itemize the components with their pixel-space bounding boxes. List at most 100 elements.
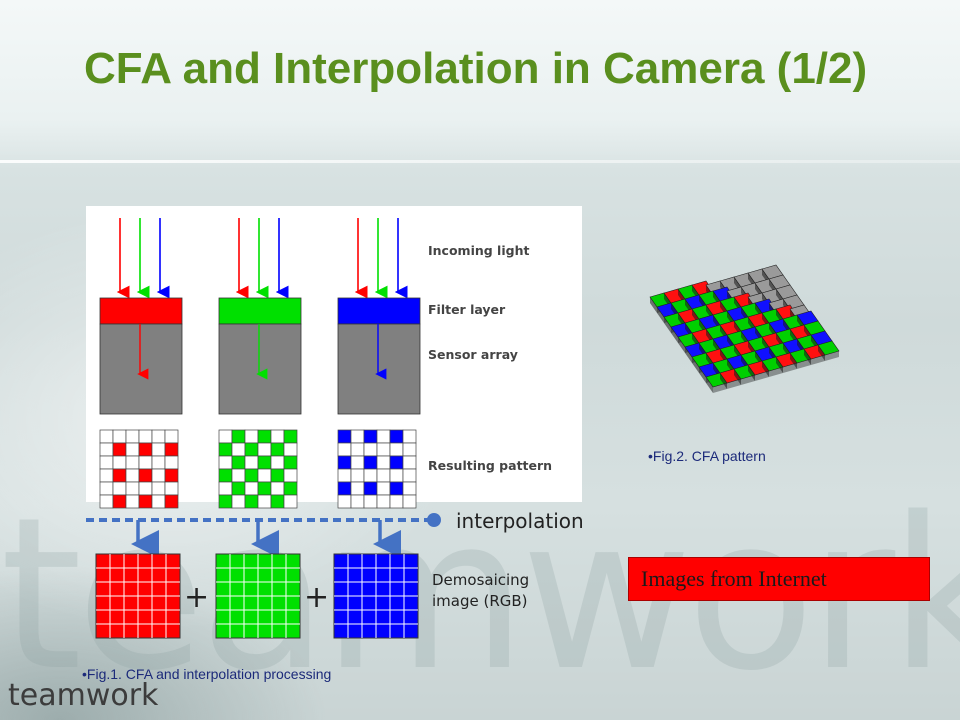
filter-block-red: [99, 297, 183, 325]
pattern-cell-red: [164, 468, 179, 483]
pattern-cell-green: [218, 468, 233, 483]
pattern-cell-blue: [337, 455, 352, 470]
cfa-tile-front: [727, 379, 741, 389]
pattern-cell-green: [244, 468, 259, 483]
demosaic-grids: [95, 553, 419, 639]
pattern-cell-red: [164, 481, 179, 496]
cfa-tile-side: [790, 353, 797, 369]
pattern-cell-blue: [402, 442, 417, 457]
fig2-caption: •Fig.2. CFA pattern: [648, 448, 766, 464]
pattern-cell-blue: [337, 442, 352, 457]
pattern-cell-red: [164, 455, 179, 470]
pattern-cell-green: [231, 494, 246, 509]
pattern-cell-green: [283, 442, 298, 457]
pattern-cell-blue: [376, 494, 391, 509]
filter-block-blue: [337, 297, 421, 325]
cfa-tile: [817, 340, 840, 356]
pattern-cell-red: [99, 429, 114, 444]
cfa-tile-front: [797, 359, 811, 369]
pattern-cell-green: [257, 481, 272, 496]
pattern-cell-red: [112, 468, 127, 483]
source-note-box: Images from Internet: [628, 557, 930, 601]
pattern-cell-blue: [376, 468, 391, 483]
pattern-cell-blue: [350, 429, 365, 444]
pattern-cell-green: [270, 429, 285, 444]
filter-block-green: [218, 297, 302, 325]
pattern-cell-blue: [337, 468, 352, 483]
pattern-cell-blue: [389, 429, 404, 444]
pattern-cell-blue: [337, 429, 352, 444]
pattern-cell-red: [151, 468, 166, 483]
cfa-tile-side: [657, 307, 664, 323]
pattern-cell-red: [125, 442, 140, 457]
pattern-cell-red: [138, 481, 153, 496]
pattern-cell-green: [257, 468, 272, 483]
pattern-cell-green: [218, 429, 233, 444]
pattern-cell-red: [138, 494, 153, 509]
sensor-block-green: [218, 323, 302, 415]
pattern-cell-green: [244, 481, 259, 496]
cfa-tile-side: [699, 367, 706, 383]
label-filter-layer: Filter layer: [428, 302, 506, 317]
incoming-light-arrows: [116, 218, 408, 299]
pattern-cell-green: [270, 468, 285, 483]
title-band: [0, 0, 960, 170]
cfa-tile-side: [734, 369, 741, 385]
pattern-cell-green: [218, 455, 233, 470]
pattern-cell-red: [138, 442, 153, 457]
sensor-block-red: [99, 323, 183, 415]
pattern-cell-blue: [389, 442, 404, 457]
pattern-cell-blue: [337, 481, 352, 496]
pattern-cell-blue: [376, 429, 391, 444]
pattern-cell-red: [125, 481, 140, 496]
pattern-cell-blue: [376, 455, 391, 470]
pattern-cell-red: [138, 429, 153, 444]
pattern-cell-green: [218, 494, 233, 509]
cfa-tile-side: [776, 357, 783, 373]
cfa-tile-front: [825, 351, 839, 361]
pattern-cell-green: [231, 481, 246, 496]
cfa-tile-side: [762, 361, 769, 377]
pattern-cell-red: [138, 468, 153, 483]
pattern-cell-blue: [389, 494, 404, 509]
cfa-tile-side: [685, 347, 692, 363]
resulting-pattern-grids: [99, 429, 417, 509]
pattern-cell-blue: [363, 468, 378, 483]
pattern-cell-green: [257, 442, 272, 457]
pattern-cell-blue: [350, 468, 365, 483]
pattern-cell-blue: [350, 481, 365, 496]
pattern-cell-green: [283, 429, 298, 444]
pattern-cell-blue: [363, 481, 378, 496]
pattern-cell-blue: [363, 429, 378, 444]
pattern-cell-green: [283, 481, 298, 496]
cfa-tile-side: [650, 297, 657, 313]
cfa-tile-side: [818, 345, 825, 361]
cfa-tile-front: [783, 363, 797, 373]
slide-title: CFA and Interpolation in Camera (1/2): [84, 44, 868, 93]
pattern-cell-red: [112, 481, 127, 496]
interpolation-bullet: [427, 513, 441, 527]
pattern-cell-blue: [376, 481, 391, 496]
pattern-cell-green: [244, 455, 259, 470]
pattern-cell-blue: [350, 455, 365, 470]
cfa-tile-side: [804, 349, 811, 365]
pattern-cell-blue: [376, 442, 391, 457]
cfa-tile-side: [678, 337, 685, 353]
pattern-cell-red: [99, 481, 114, 496]
pattern-cell-red: [112, 455, 127, 470]
pattern-cell-red: [125, 494, 140, 509]
pattern-cell-green: [231, 442, 246, 457]
pattern-cell-red: [151, 494, 166, 509]
pattern-cell-blue: [402, 481, 417, 496]
fig1-svg: Incoming light Filter layer Sensor array…: [86, 218, 584, 639]
pattern-cell-red: [151, 455, 166, 470]
sensor-block-blue: [337, 323, 421, 415]
cfa-tile-front: [755, 371, 769, 381]
cfa-tile-side: [706, 377, 713, 393]
interpolation-connector: [86, 513, 441, 558]
pattern-cell-red: [99, 494, 114, 509]
cfa-tile-side: [692, 357, 699, 373]
pattern-cell-red: [112, 494, 127, 509]
pattern-cell-red: [164, 442, 179, 457]
pattern-cell-green: [231, 468, 246, 483]
